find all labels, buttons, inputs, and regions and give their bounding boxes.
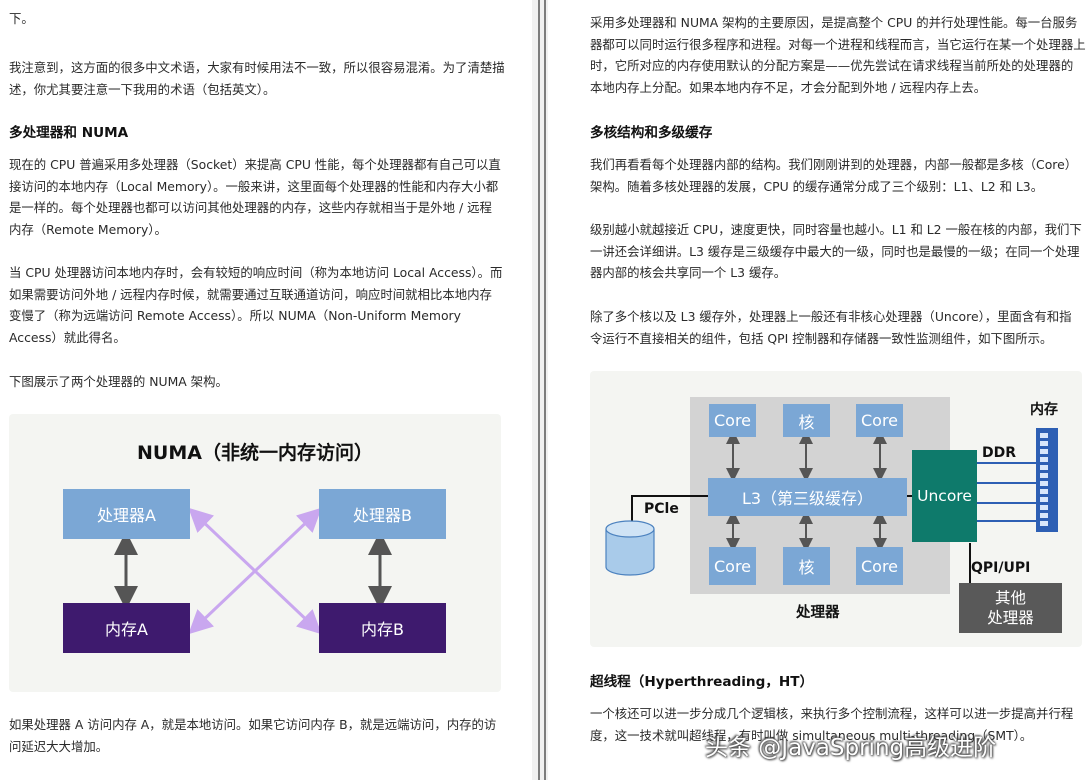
top-line: 下。 [9,11,34,26]
pcie-line [631,495,708,521]
core-bottom-mid: 核 [783,547,830,585]
paragraph-local-access: 当 CPU 处理器访问本地内存时，会有较短的响应时间（称为本地访问 Local … [9,265,503,345]
core-bottom-right: Core [856,547,903,585]
paragraph-multicore: 我们再看看每个处理器内部的结构。我们刚刚讲到的处理器，内部一般都是多核（Core… [590,157,1078,194]
heading-numa: 多处理器和 NUMA [9,125,129,141]
qpi-label: QPI/UPI [971,560,1031,576]
paragraph-uncore: 除了多个核以及 L3 缓存外，处理器上一般还有非核心处理器（Uncore），里面… [590,309,1072,346]
memory-stick-chips [1040,433,1048,526]
heading-multicore: 多核结构和多级缓存 [590,125,713,141]
paragraph-multiprocessor: 现在的 CPU 普遍采用多处理器（Socket）来提高 CPU 性能，每个处理器… [9,157,501,237]
numa-title: NUMA（非统一内存访问） [137,442,373,464]
other-processor: 其他 处理器 [959,583,1062,633]
processor-label: 处理器 [796,605,840,621]
paragraph-terms: 我注意到，这方面的很多中文术语，大家有时候用法不一致，所以很容易混淆。为了清楚描… [9,60,505,97]
processor-b: 处理器B [319,489,446,539]
other-processor-line1: 其他 [994,589,1026,607]
heading-hyperthreading: 超线程（Hyperthreading，HT） [590,674,814,690]
multicore-diagram: Core 核 Core L3（第三级缓存） Core 核 Core Uncore… [590,371,1082,647]
uncore-block: Uncore [912,450,977,542]
memory-label: 内存 [1030,402,1058,418]
storage-icon [605,529,655,576]
left-scrollbar-edge [538,0,540,780]
link-procb-mema [188,507,322,635]
paragraph-local-remote: 如果处理器 A 访问内存 A，就是本地访问。如果它访问内存 B，就是远端访问，内… [9,717,497,754]
core-top-mid: 核 [783,404,830,437]
paragraph-cache-levels: 级别越小就越接近 CPU，速度更快，同时容量也越小。L1 和 L2 一般在核的内… [590,222,1082,281]
l3-cache: L3（第三级缓存） [708,478,907,516]
paragraph-figure-intro: 下图展示了两个处理器的 NUMA 架构。 [9,374,228,389]
watermark: 头条 @JavaSpring高级进阶 [705,735,997,761]
core-top-right: Core [856,404,903,437]
left-page: 下。 我注意到，这方面的很多中文术语，大家有时候用法不一致，所以很容易混淆。为了… [0,0,532,780]
core-top-left: Core [709,404,756,437]
core-bottom-left: Core [709,547,756,585]
other-processor-line2: 处理器 [987,609,1034,627]
right-scrollbar-edge [544,0,546,780]
storage-icon-top [605,520,655,538]
pcie-label: PCle [644,501,679,517]
other-processor-box [959,583,1062,633]
memory-a: 内存A [63,603,190,653]
numa-arrows [114,507,392,635]
paragraph-numa-reason: 采用多处理器和 NUMA 架构的主要原因，是提高整个 CPU 的并行处理性能。每… [590,15,1086,95]
ddr-label: DDR [982,445,1017,461]
processor-a: 处理器A [63,489,190,539]
paragraph-hyperthreading: 一个核还可以进一步分成几个逻辑核，来执行多个控制流程，这样可以进一步提高并行程 … [590,706,1074,743]
memory-b: 内存B [319,603,446,653]
numa-diagram: NUMA（非统一内存访问） 处理器A 处理器B 内存A 内存B [9,414,501,692]
